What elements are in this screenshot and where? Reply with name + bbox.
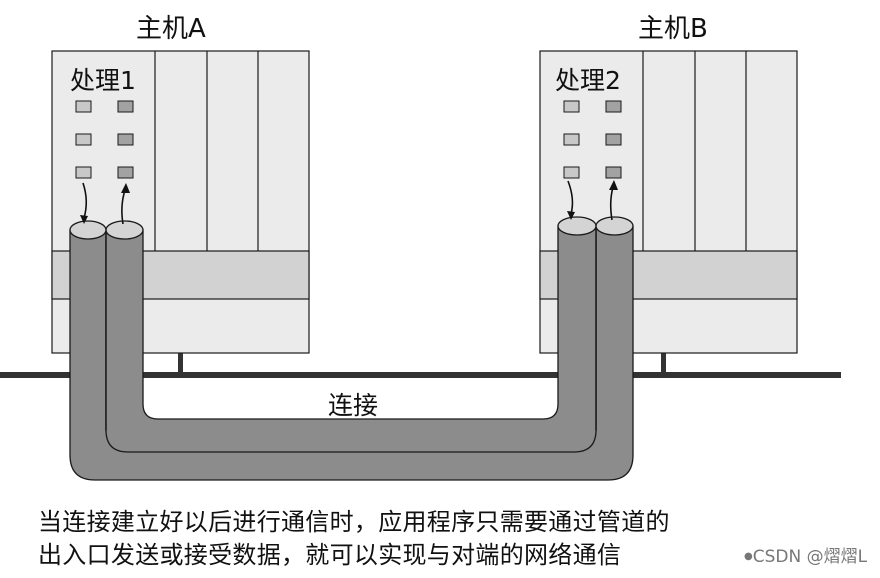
network-line xyxy=(0,372,841,378)
arrow-down-icon xyxy=(567,180,574,215)
host-a-flow-arrows xyxy=(80,182,130,225)
caption-line-2: 出入口发送或接受数据，就可以实现与对端的网络通信 xyxy=(38,541,622,569)
host-a-label: 主机A xyxy=(136,14,206,44)
host-a-process-label: 处理1 xyxy=(70,66,136,95)
host-a-pipe-opening-out xyxy=(105,220,144,240)
host-b-stand xyxy=(661,350,666,374)
host-b-pipe-opening-in xyxy=(557,216,597,236)
host-b-indicator-lights xyxy=(563,100,622,179)
watermark-text: CSDN @熠熠L xyxy=(752,547,868,567)
host-b-process-label: 处理2 xyxy=(555,66,621,95)
host-a-machine xyxy=(51,50,310,374)
caption-line-1: 当连接建立好以后进行通信时，应用程序只需要通过管道的 xyxy=(38,508,670,536)
host-b-flow-arrows xyxy=(567,180,618,221)
watermark: ●CSDN @熠熠L xyxy=(744,549,867,566)
host-b-label: 主机B xyxy=(638,14,708,44)
host-b-pipe-opening-out xyxy=(595,216,634,236)
arrow-down-icon xyxy=(82,182,88,219)
host-a-pipe-opening-in xyxy=(69,220,107,240)
host-a-indicator-lights xyxy=(75,100,134,179)
csdn-logo-icon: ● xyxy=(744,551,753,562)
connection-label: 连接 xyxy=(328,391,379,420)
host-a-stand xyxy=(178,350,183,374)
